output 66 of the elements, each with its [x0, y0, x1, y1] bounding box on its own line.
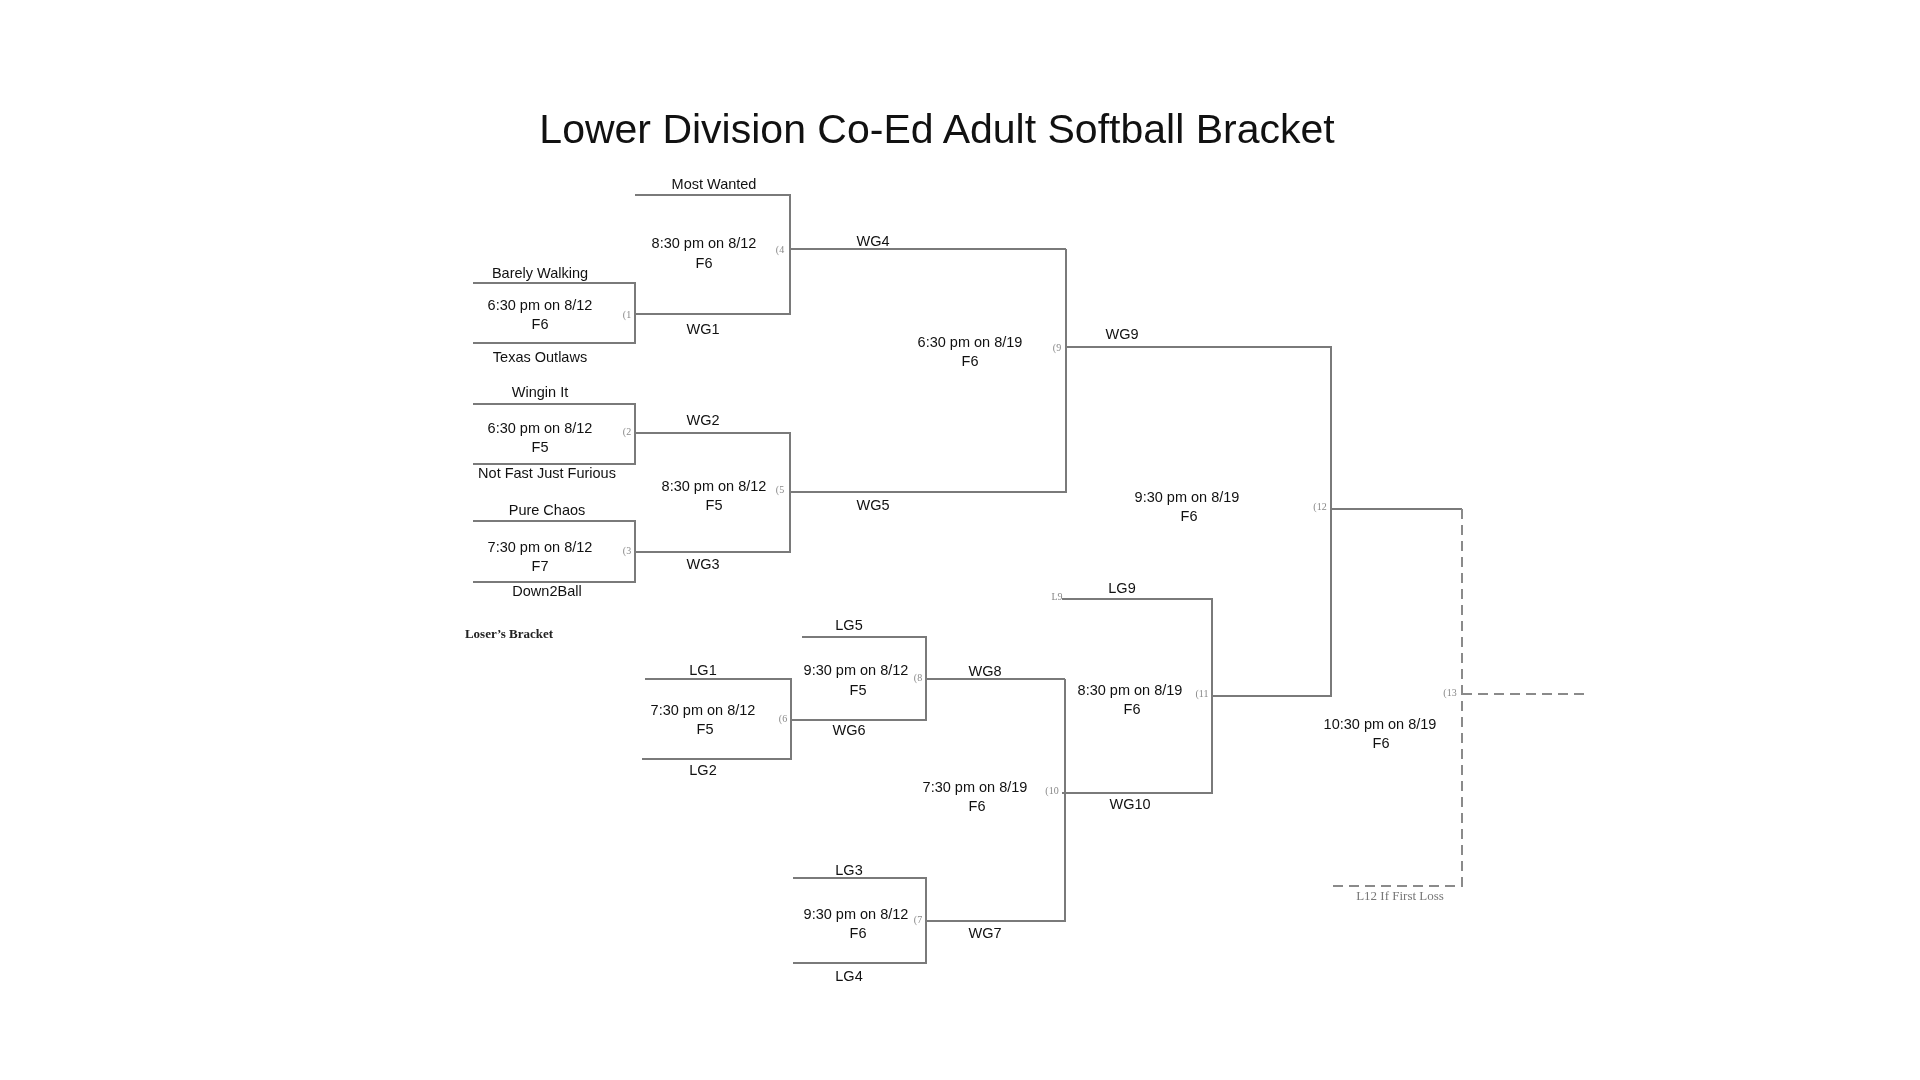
game-number: (10 [1045, 784, 1059, 796]
bracket-label: WG5 [856, 497, 890, 513]
bracket-label: F5 [531, 439, 549, 455]
game-number: (2 [622, 425, 632, 437]
game-number: (8 [913, 671, 923, 683]
game-number: (9 [1052, 341, 1062, 353]
title: Lower Division Co-Ed Adult Softball Bracket [539, 105, 1335, 153]
bracket-label: F7 [531, 558, 549, 574]
bracket-label: F5 [849, 682, 867, 698]
bracket-label: 6:30 pm on 8/19 [917, 334, 1023, 350]
bracket-label: F6 [968, 798, 986, 814]
bracket-label: F6 [531, 316, 549, 332]
bracket-label: 7:30 pm on 8/12 [650, 702, 756, 718]
game-number: (5 [775, 483, 785, 495]
game-number: (4 [775, 243, 785, 255]
bracket-label: LG3 [835, 862, 863, 878]
team-name: Pure Chaos [508, 502, 586, 518]
game-number: (12 [1313, 500, 1327, 512]
bracket-label: 8:30 pm on 8/12 [661, 478, 767, 494]
bracket-label: LG2 [689, 762, 717, 778]
bracket-label: F6 [1180, 508, 1198, 524]
bracket-label: F6 [1123, 701, 1141, 717]
bracket-label: F5 [705, 497, 723, 513]
bracket-label: F6 [1372, 735, 1390, 751]
bracket-label: WG8 [968, 663, 1002, 679]
bracket-label: LG1 [689, 662, 717, 678]
section-heading: Loser’s Bracket [464, 626, 554, 642]
bracket-label: 8:30 pm on 8/12 [651, 235, 757, 251]
bracket-label: 9:30 pm on 8/12 [803, 662, 909, 678]
game-number: (11 [1195, 687, 1209, 699]
bracket-label: F5 [696, 721, 714, 737]
bracket-label: WG10 [1109, 796, 1151, 812]
bracket-label: F6 [849, 925, 867, 941]
game-number: (6 [778, 712, 788, 724]
bracket-label: 7:30 pm on 8/19 [922, 779, 1028, 795]
team-name: Texas Outlaws [492, 349, 588, 365]
bracket-label: WG2 [686, 412, 720, 428]
game-number: (1 [622, 308, 632, 320]
team-name: Down2Ball [512, 583, 582, 599]
bracket-label: WG3 [686, 556, 720, 572]
bracket-label: 6:30 pm on 8/12 [487, 420, 593, 436]
bracket-label: F6 [695, 255, 713, 271]
game-number: L9 [1051, 590, 1063, 602]
team-name: Wingin It [511, 384, 569, 400]
bracket-label: 10:30 pm on 8/19 [1323, 716, 1437, 732]
bracket-label: LG9 [1108, 580, 1136, 596]
team-name: Not Fast Just Furious [478, 465, 616, 481]
bracket-label: 8:30 pm on 8/19 [1077, 682, 1183, 698]
bracket-label: WG4 [856, 233, 890, 249]
note: L12 If First Loss [1356, 888, 1444, 904]
bracket-label: 6:30 pm on 8/12 [487, 297, 593, 313]
team-name: Barely Walking [491, 265, 589, 281]
bracket-label: LG4 [835, 968, 863, 984]
bracket-label: WG9 [1105, 326, 1139, 342]
game-number: (3 [622, 544, 632, 556]
bracket-label: WG6 [832, 722, 866, 738]
bracket-label: 7:30 pm on 8/12 [487, 539, 593, 555]
bracket-label: WG1 [686, 321, 720, 337]
bracket-label: 9:30 pm on 8/19 [1134, 489, 1240, 505]
bracket-label: LG5 [835, 617, 863, 633]
bracket-label: 9:30 pm on 8/12 [803, 906, 909, 922]
game-number: (13 [1443, 686, 1457, 698]
team-name: Most Wanted [671, 176, 757, 192]
game-number: (7 [913, 913, 923, 925]
bracket-label: F6 [961, 353, 979, 369]
bracket-label: WG7 [968, 925, 1002, 941]
